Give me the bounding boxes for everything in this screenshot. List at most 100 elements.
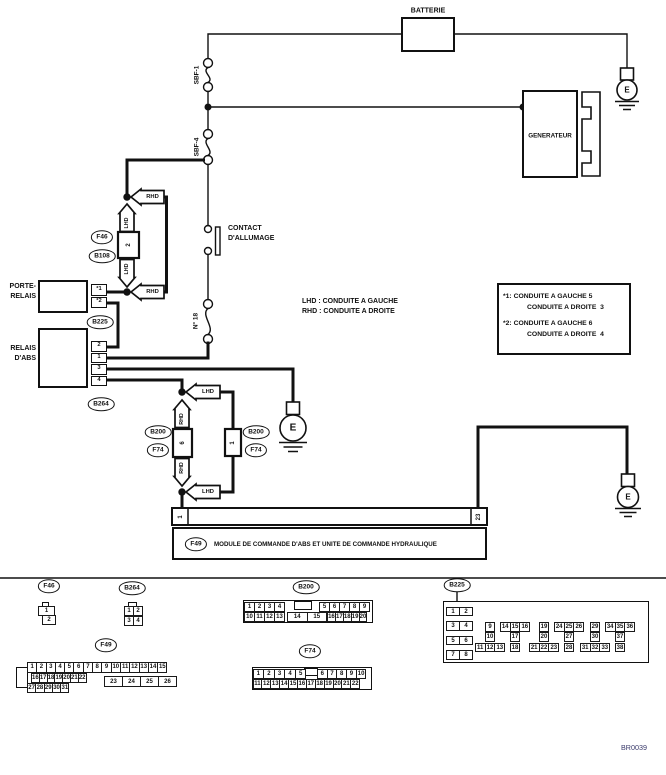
pin-9: 9 <box>359 601 370 612</box>
pin-31: 31 <box>60 682 70 693</box>
wire-battery-plus <box>207 33 402 59</box>
legend-rhd: RHD : CONDUITE A DROITE <box>302 308 395 315</box>
junction-dot <box>178 388 186 396</box>
ground-e-letter: E <box>625 492 631 502</box>
pin-22: 22 <box>350 678 361 689</box>
wire-pin23-to-ground <box>476 425 629 510</box>
rhd-arrow-label: RHD <box>179 462 185 474</box>
b225-group-row: 30 <box>589 632 601 642</box>
lhd-arrow-label: LHD <box>124 217 130 228</box>
f46-pinout-oval: F46 <box>37 579 61 593</box>
rhd-arrow <box>129 187 165 207</box>
note-line-1: *1: CONDUITE A GAUCHE 5 <box>503 293 593 300</box>
ground-e-letter: E <box>289 422 297 434</box>
lhd-arrow-label: LHD <box>202 389 214 395</box>
pin-7: 7 <box>446 650 460 660</box>
battery-label: BATTERIE <box>410 7 446 15</box>
pin-4: 4 <box>459 621 473 631</box>
b225-group-row: 29 <box>589 622 601 632</box>
porte-relais-label-2: RELAIS <box>10 292 36 300</box>
b225-group-row: 18 <box>509 642 521 653</box>
pin-14: 14 <box>287 611 308 622</box>
n18-label: N° 18 <box>192 312 200 330</box>
b225-group-row: 20 <box>538 632 550 642</box>
pin-25: 25 <box>140 676 159 687</box>
pin-5: 5 <box>294 668 307 679</box>
lhd-arrow-label: LHD <box>202 489 214 495</box>
sbf1-fuse-symbol <box>202 57 214 69</box>
pin-15: 15 <box>157 662 168 673</box>
b225-group-row: 27 <box>563 632 575 642</box>
pin-2: 2 <box>459 606 473 616</box>
fuse-box-2 <box>116 230 141 260</box>
pin-13: 13 <box>274 611 285 622</box>
junction-dot <box>178 488 186 496</box>
generator-label: GENERATEUR <box>528 132 572 140</box>
b225-pinout-oval: B225 <box>443 578 471 592</box>
f49-bracket <box>16 667 28 688</box>
pin-2: 2 <box>42 615 56 625</box>
rhd-arrow-label: RHD <box>146 289 159 295</box>
pin-4: 4 <box>274 601 285 612</box>
b225-group-row: 28 <box>563 642 575 653</box>
pin-20: 20 <box>358 611 368 622</box>
pin-3: 3 <box>446 621 460 631</box>
pin-23: 23 <box>548 642 560 653</box>
f49-oval: F49 <box>184 537 208 551</box>
pin-1: 1 <box>446 606 460 616</box>
pin-5: 5 <box>446 635 460 645</box>
pin-9: 9 <box>484 622 496 632</box>
pin-number-1: 1 <box>230 440 236 445</box>
terminal-star1: *1 <box>91 284 107 296</box>
abs-module-label: MODULE DE COMMANDE D'ABS ET UNITE DE COM… <box>214 540 437 548</box>
b200-pinout-oval: B200 <box>292 580 320 594</box>
pin-8: 8 <box>459 650 473 660</box>
b225-group-row: 9 <box>484 622 496 632</box>
pin-17: 17 <box>509 632 521 642</box>
terminal-star2: *2 <box>91 296 107 308</box>
b200-oval: B200 <box>144 425 172 439</box>
b225-oval: B225 <box>86 315 114 329</box>
pin-26: 26 <box>573 622 585 632</box>
note-box <box>497 283 631 355</box>
pin-18: 18 <box>509 642 521 653</box>
rhd-arrow <box>172 398 192 429</box>
relay-terminal-2: 2 <box>91 341 107 352</box>
b225-group-row: 37 <box>614 632 626 642</box>
wire-relay3-to-ground <box>106 367 295 403</box>
wire-lhd-branch-upper <box>218 390 235 431</box>
lhd-arrow <box>184 482 221 502</box>
junction-dot <box>123 288 131 296</box>
ignition-switch-symbol <box>203 224 213 234</box>
pin-10: 10 <box>355 668 367 679</box>
wire-sbf4-branch <box>125 158 205 195</box>
pin-22: 22 <box>77 672 87 683</box>
relay-terminal-1: 1 <box>91 352 107 363</box>
n18-fuse-symbol <box>202 298 214 310</box>
relay-terminal-3: 3 <box>91 364 107 375</box>
f74-oval: F74 <box>244 443 268 457</box>
junction-dot <box>123 193 131 201</box>
pin-19: 19 <box>538 622 550 632</box>
porte-relais-label-1: PORTE- <box>9 283 36 290</box>
b225-group-row: 19 <box>538 622 550 632</box>
wire-rhd-bypass-upper <box>162 195 168 294</box>
f74-oval: F74 <box>146 443 170 457</box>
